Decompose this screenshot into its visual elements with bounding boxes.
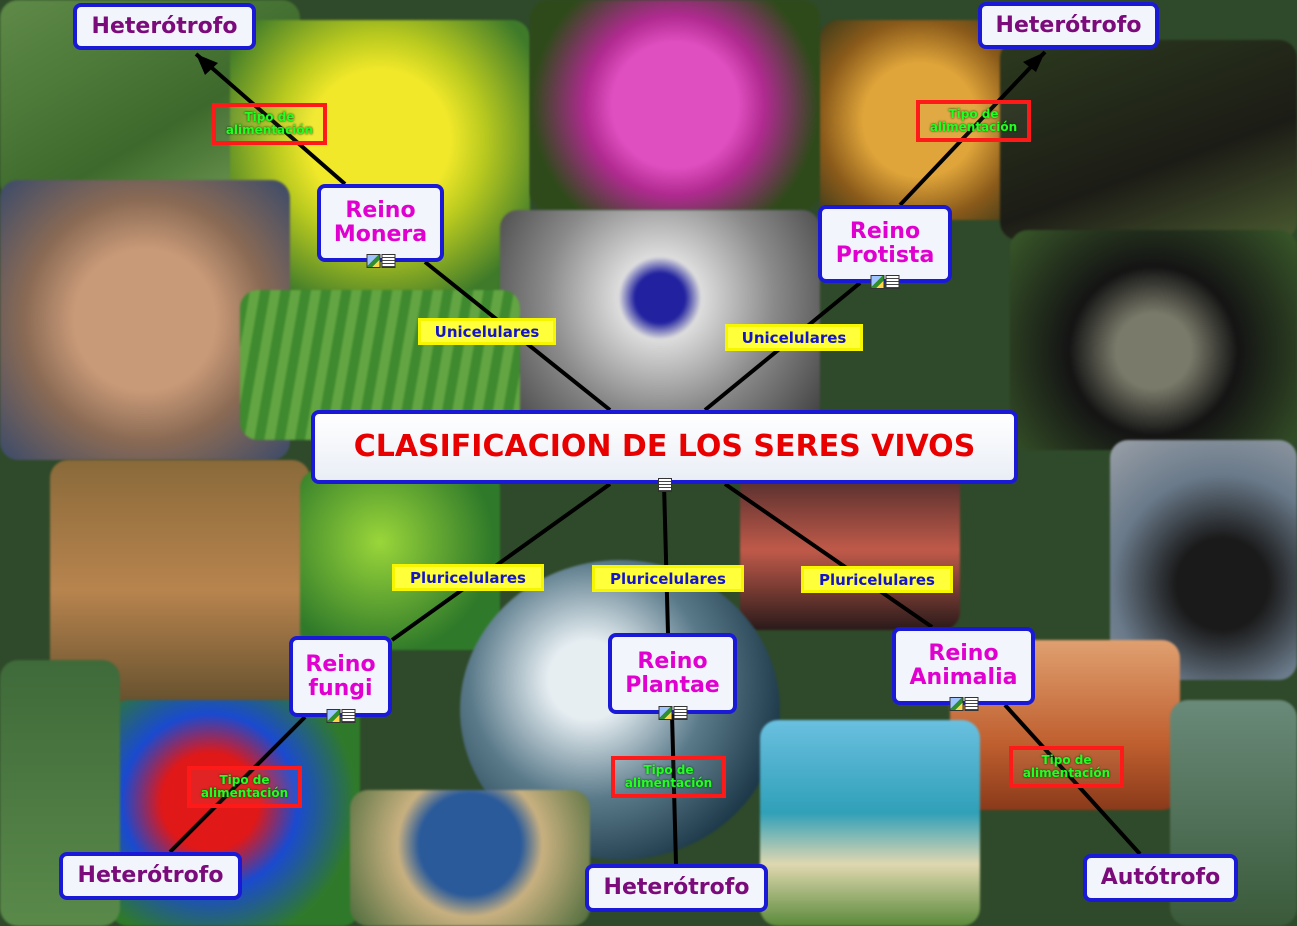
feeding-type-animalia: Tipo de alimentación [1009, 746, 1124, 788]
kingdom-plantae-label-2: Plantae [625, 672, 720, 698]
cell-type-fungi-text: Pluricelulares [409, 568, 526, 587]
feeding-type-protista: Tipo de alimentación [916, 100, 1031, 142]
feeding-animalia-text: Autótrofo [1100, 865, 1221, 891]
kingdom-fungi[interactable]: Reino fungi [289, 636, 392, 723]
link-monera-leaf [194, 52, 347, 186]
note-icon[interactable] [341, 709, 355, 723]
background-photo-condor [1000, 40, 1297, 240]
feeding-monera-text: Heterótrofo [91, 13, 238, 39]
background-photo-bird [300, 470, 500, 650]
kingdom-plantae-label-1: Reino [637, 648, 708, 674]
feeding-protista-text: Heterótrofo [995, 12, 1142, 38]
image-icon[interactable] [326, 709, 340, 723]
feeding-type-plantae-text: Tipo de alimentación [624, 762, 713, 790]
kingdom-monera[interactable]: Reino Monera [317, 184, 444, 268]
cell-type-protista-text: Unicelulares [741, 328, 847, 347]
feeding-fungi-text: Heterótrofo [77, 863, 224, 889]
link-animalia-leaf [1003, 703, 1142, 856]
link-center-animalia [723, 482, 934, 629]
kingdom-protista[interactable]: Reino Protista [818, 205, 952, 289]
cell-type-monera: Unicelulares [418, 318, 556, 345]
feeding-type-fungi-text: Tipo de alimentación [200, 772, 289, 800]
background-photo-orchid [530, 0, 820, 210]
note-icon[interactable] [657, 478, 672, 492]
feeding-animalia[interactable]: Autótrofo [1083, 854, 1238, 902]
image-icon[interactable] [949, 697, 963, 711]
background-photo-bear [1010, 230, 1297, 450]
feeding-type-plantae: Tipo de alimentación [611, 756, 726, 798]
kingdom-protista-label-1: Reino [849, 219, 921, 245]
feeding-plantae-text: Heterótrofo [603, 875, 750, 901]
kingdom-animalia-label-2: Animalia [909, 665, 1018, 690]
arrow-to-protista-leaf [1023, 52, 1045, 72]
feeding-monera[interactable]: Heterótrofo [73, 3, 256, 50]
link-plantae-leaf [670, 713, 678, 865]
background-photo-bay [350, 790, 590, 926]
background-photo-beach [760, 720, 980, 926]
kingdom-monera-label-1: Reino [345, 198, 416, 224]
cell-type-plantae-text: Pluricelulares [609, 569, 726, 588]
arrow-to-monera-leaf [196, 54, 218, 75]
cell-type-fungi: Pluricelulares [392, 564, 544, 591]
note-icon[interactable] [673, 706, 687, 720]
note-icon[interactable] [964, 697, 978, 711]
feeding-fungi[interactable]: Heterótrofo [59, 852, 242, 900]
image-icon[interactable] [870, 275, 885, 289]
image-icon[interactable] [366, 254, 380, 268]
cell-type-monera-text: Unicelulares [434, 322, 540, 341]
feeding-plantae[interactable]: Heterótrofo [585, 864, 768, 912]
link-fungi-leaf [168, 715, 307, 854]
image-icon[interactable] [658, 706, 672, 720]
kingdom-protista-label-2: Protista [835, 243, 935, 268]
feeding-type-animalia-text: Tipo de alimentación [1022, 752, 1111, 780]
feeding-protista[interactable]: Heterótrofo [978, 2, 1159, 49]
kingdom-plantae[interactable]: Reino Plantae [608, 633, 737, 720]
background-photo-crowd [740, 470, 960, 630]
note-icon[interactable] [381, 254, 395, 268]
kingdom-animalia-label-1: Reino [928, 641, 999, 667]
cell-type-animalia-text: Pluricelulares [818, 570, 935, 589]
central-topic-title: CLASIFICACION DE LOS SERES VIVOS [353, 428, 976, 464]
kingdom-fungi-label-1: Reino [305, 651, 376, 677]
note-icon[interactable] [885, 275, 900, 289]
feeding-type-monera: Tipo de alimentación [212, 103, 327, 145]
kingdom-fungi-label-2: fungi [308, 675, 373, 701]
feeding-type-protista-text: Tipo de alimentación [929, 106, 1018, 134]
kingdom-animalia[interactable]: Reino Animalia [892, 627, 1035, 711]
feeding-type-fungi: Tipo de alimentación [187, 766, 302, 808]
link-center-plantae [662, 483, 670, 634]
cell-type-animalia: Pluricelulares [801, 566, 953, 593]
kingdom-monera-label-2: Monera [333, 222, 428, 247]
link-center-fungi [390, 482, 612, 642]
cell-type-plantae: Pluricelulares [592, 565, 744, 592]
link-protista-leaf [898, 50, 1047, 207]
feeding-type-monera-text: Tipo de alimentación [225, 109, 314, 137]
central-topic[interactable]: CLASIFICACION DE LOS SERES VIVOS [311, 410, 1018, 492]
cell-type-protista: Unicelulares [725, 324, 863, 351]
